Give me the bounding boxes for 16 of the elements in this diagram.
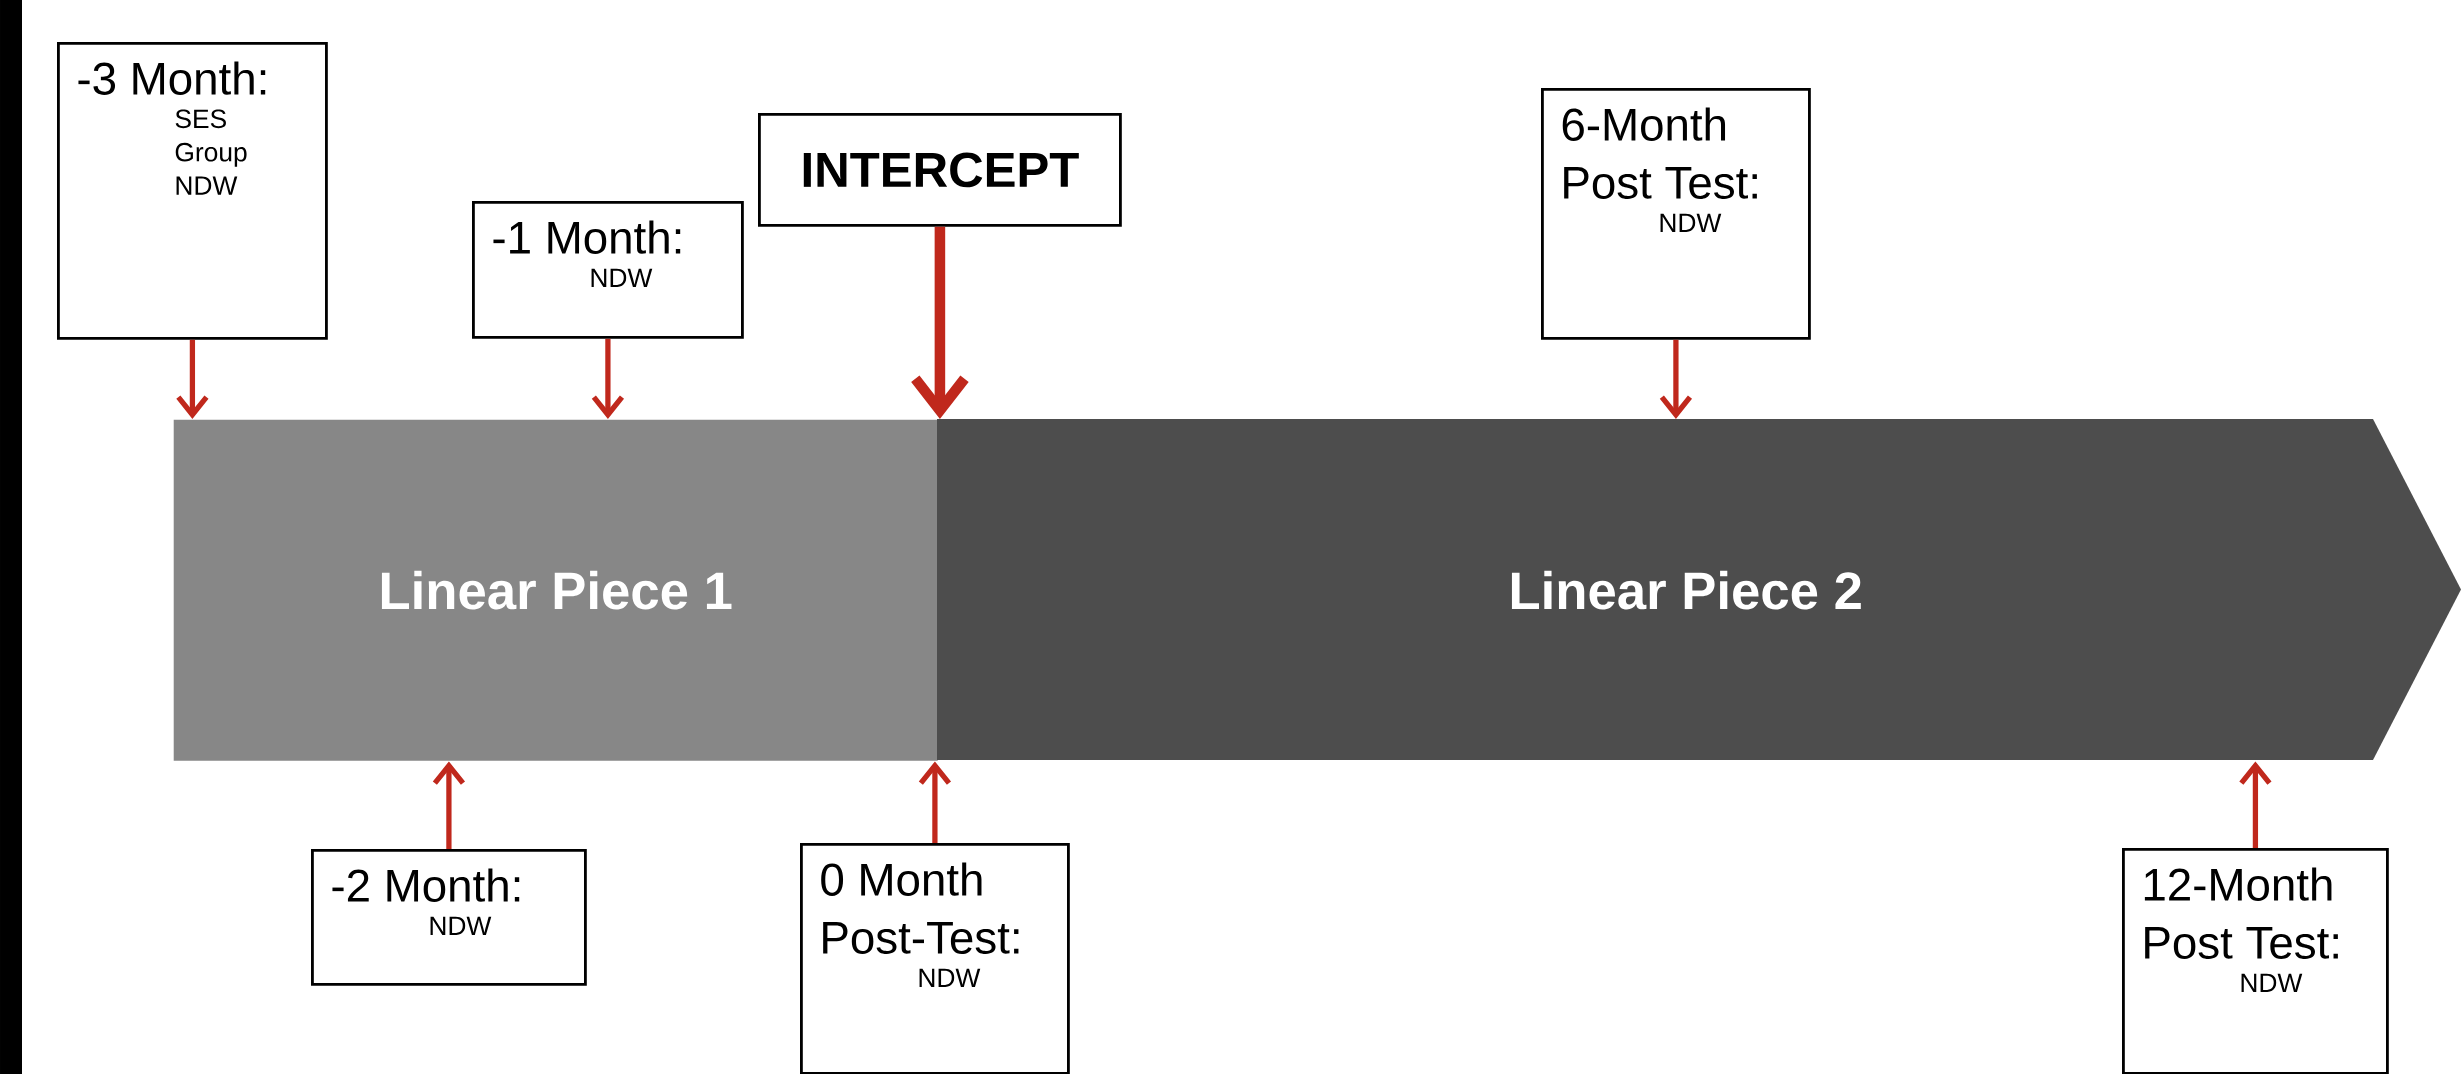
- timepoint-box: 6-Month Post Test: NDW: [1541, 88, 1811, 340]
- arrow: [432, 761, 466, 849]
- arrow: [591, 338, 625, 419]
- segment-band: Linear Piece 1: [173, 419, 938, 761]
- arrow: [2239, 761, 2272, 848]
- timepoint-box: 0 Month Post-Test: NDW: [800, 843, 1070, 1074]
- timepoint-box: -3 Month: SES Group NDW: [57, 42, 328, 340]
- arrow: [176, 339, 209, 419]
- arrow: [918, 761, 952, 843]
- timepoint-box: -2 Month: NDW: [311, 849, 587, 986]
- timepoint-box: 12-Month Post Test: NDW: [2122, 848, 2389, 1074]
- intercept-box: INTERCEPT: [758, 113, 1122, 227]
- arrow-band: Linear Piece 2: [937, 419, 2461, 760]
- timepoint-box: -1 Month: NDW: [472, 201, 744, 339]
- arrow: [1659, 339, 1693, 419]
- arrow: [911, 226, 969, 419]
